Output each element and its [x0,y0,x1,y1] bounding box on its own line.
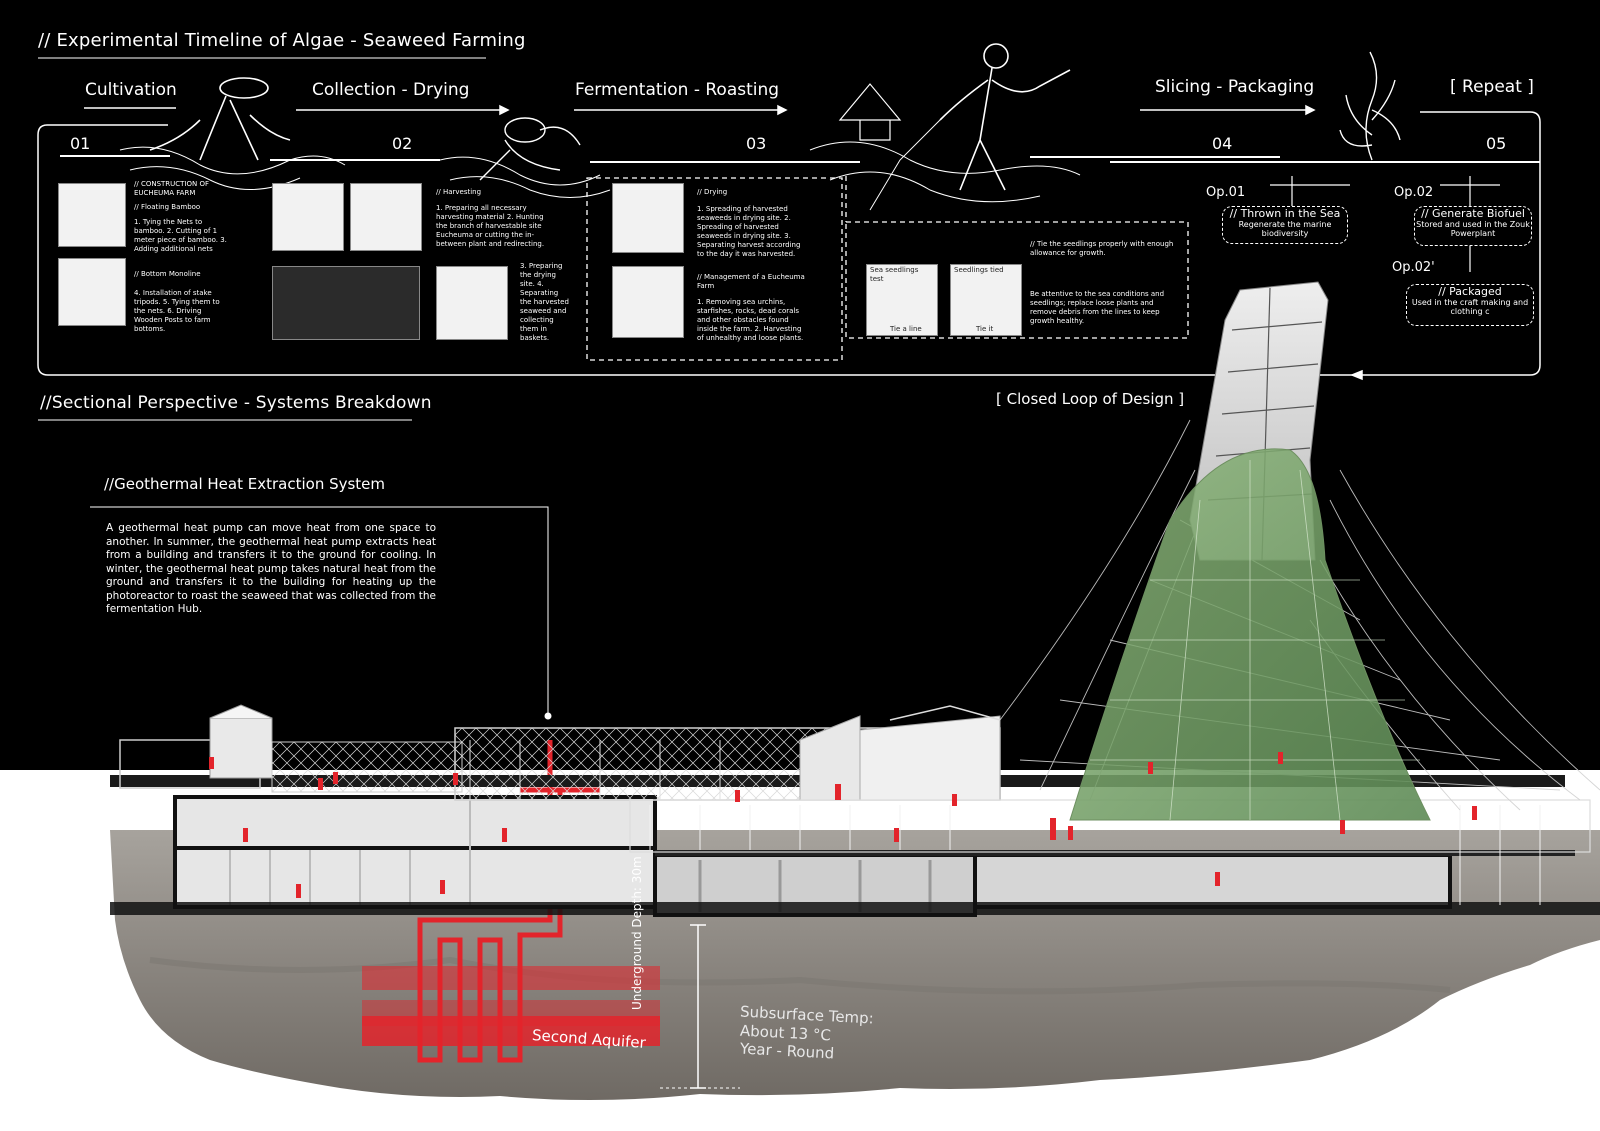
option-desc-2: Stored and used in the Zouk Powerplant [1416,220,1530,238]
drying-dashed-panel [586,177,843,361]
seaweed-sketch [1339,51,1401,161]
black-sky [0,0,1600,770]
closed-loop-label: [ Closed Loop of Design ] [996,390,1185,408]
note-harvesting-steps: 1. Preparing all necessary harvesting ma… [436,204,545,248]
stage-label-cultivation: Cultivation [85,80,177,100]
stage-number-02: 02 [392,134,413,153]
sketch-seedling-1 [866,264,938,336]
sketch-bottom-1: Tie a line [890,325,922,333]
option-box-packaged: // Packaged Used in the craft making and… [1406,284,1534,326]
sketch-harvest-photo [272,266,420,340]
stage-baseline [60,155,1540,163]
section-header: //Sectional Perspective - Systems Breakd… [40,393,432,413]
stage-label-repeat: [ Repeat ] [1450,77,1534,97]
sketch-caption-1: Sea seedlings test [870,266,919,283]
timeline-header: // Experimental Timeline of Algae - Seaw… [38,30,526,51]
sketch-drying-1 [612,183,684,253]
option-box-thrown-in-sea: // Thrown in the Sea Regenerate the mari… [1222,206,1348,244]
note-bottom-monoline: // Bottom Monoline [134,270,201,278]
stage-number-01: 01 [70,134,91,153]
aquifer-bands [362,966,660,1046]
option-box-biofuel: // Generate Biofuel Stored and used in t… [1414,206,1532,246]
farmer-sketch-2 [439,117,611,198]
note-seedling-title: // Tie the seedlings properly with enoug… [1030,240,1174,257]
stage-number-05: 05 [1486,134,1507,153]
option-code-3: Op.02' [1392,260,1435,275]
sketch-harvest-2 [350,183,422,251]
note-harvest-vertical: 3. Preparing the drying site. 4. Separat… [520,262,569,342]
note-monoline-steps: 4. Installation of stake tripods. 5. Tyi… [134,289,220,333]
option-title-1: // Thrown in the Sea [1229,207,1341,220]
geothermal-header: //Geothermal Heat Extraction System [104,475,386,493]
note-management-title: // Management of a Eucheuma Farm [697,273,805,290]
building-section [110,704,1600,917]
option-title-2: // Generate Biofuel [1421,207,1525,220]
note-seedling-notes: Be attentive to the sea conditions and s… [1030,290,1165,325]
tower [1069,281,1431,821]
depth-label: Underground Depth: 30m [630,856,644,1010]
option-code-1: Op.01 [1206,185,1246,200]
sketch-bottom-monoline [58,258,126,326]
option-desc-1: Regenerate the marine biodiversity [1238,220,1332,238]
people-figures [209,752,1477,898]
stage-label-slicing: Slicing - Packaging [1155,77,1315,97]
geothermal-description: A geothermal heat pump can move heat fro… [106,522,436,615]
sketch-floating-bamboo [58,183,126,247]
sketch-caption-2: Seedlings tied [954,266,1004,274]
timeline-loop-frame [37,111,1541,376]
note-harvesting-title: // Harvesting [436,188,482,196]
geothermal-callout-line [90,506,549,716]
stage-arrows [84,104,1363,381]
option-code-2: Op.02 [1394,185,1434,200]
stage-label-fermentation: Fermentation - Roasting [575,80,780,100]
note-drying-steps: 1. Spreading of harvested seaweeds in dr… [697,205,801,258]
stage-number-03: 03 [746,134,767,153]
note-floating-bamboo: // Floating Bamboo [134,203,201,211]
note-floating-steps: 1. Tying the Nets to bamboo. 2. Cutting … [134,218,227,253]
note-construction-title: // CONSTRUCTION OF EUCHEUMA FARM [134,180,210,197]
stage-label-collection: Collection - Drying [312,80,470,100]
farmer-sketch-1 [119,77,346,190]
sketch-bottom-2: Tie it [976,325,994,333]
option-desc-3: Used in the craft making and clothing c [1411,298,1529,316]
option-connectors [1270,176,1500,272]
note-management-steps: 1. Removing sea urchins, starfishes, roc… [697,298,804,342]
seedling-dashed-panel [845,221,1189,339]
sketch-drying-2 [612,266,684,338]
option-title-3: // Packaged [1438,285,1502,298]
sketch-harvest-3 [436,266,508,340]
sketch-harvest-1 [272,183,344,251]
sketch-seedling-2 [950,264,1022,336]
fisherman-sketch [809,43,1081,211]
note-drying-title: // Drying [697,188,728,196]
depth-marker [660,924,740,1089]
stage-number-04: 04 [1212,134,1233,153]
